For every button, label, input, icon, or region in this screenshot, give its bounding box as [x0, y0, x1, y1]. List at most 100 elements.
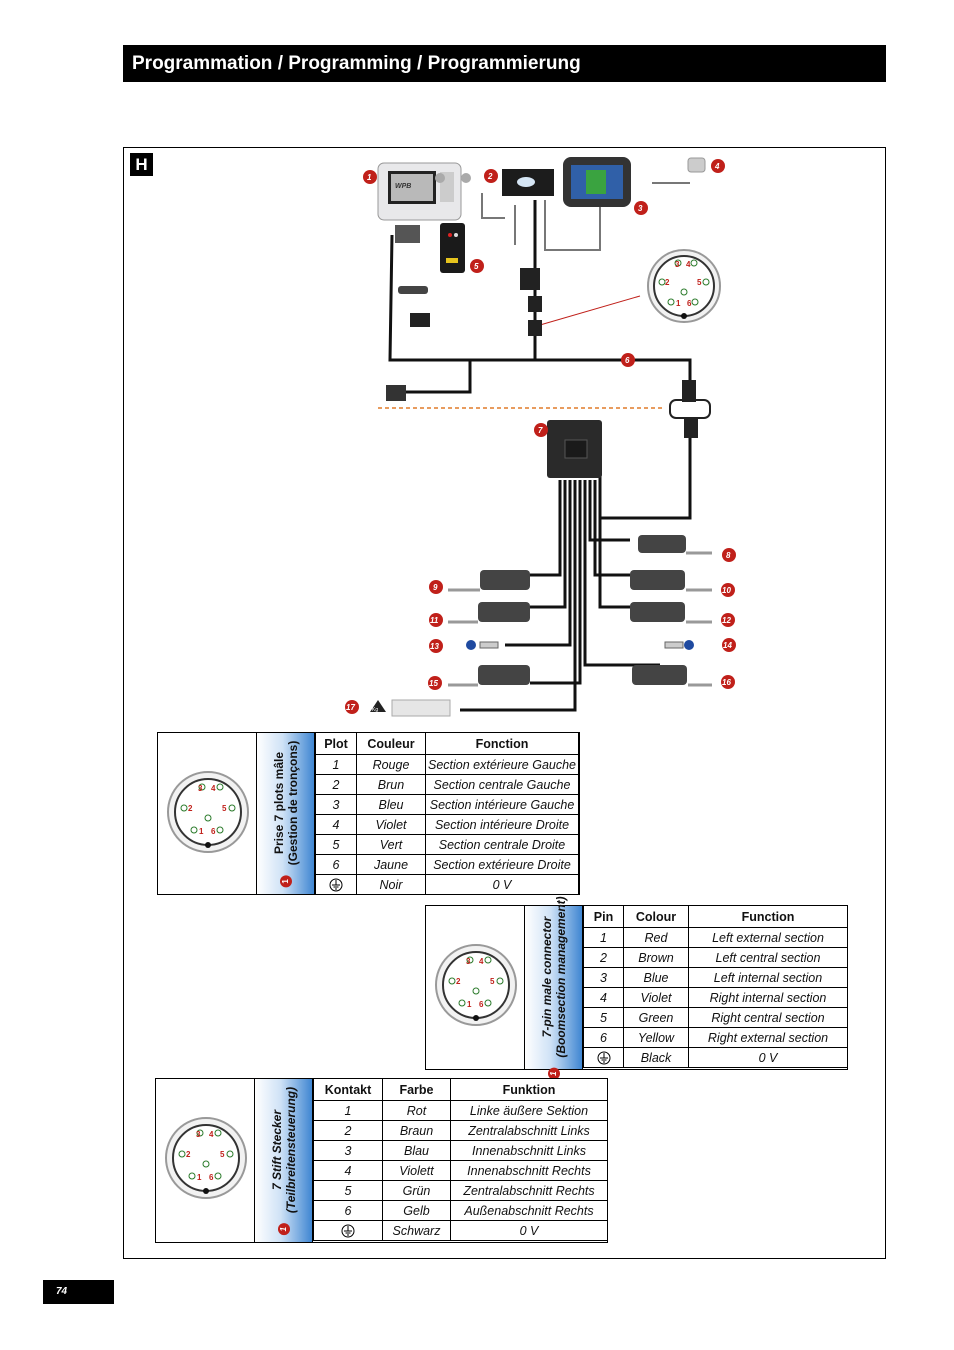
table-cell: 6 — [315, 854, 357, 875]
table-cell: Rouge — [356, 754, 426, 775]
svg-text:3: 3 — [638, 204, 643, 213]
table-cell: Section extérieure Droite — [425, 854, 579, 875]
callout-badge: 1 — [279, 874, 292, 887]
table-cell: 5 — [583, 1007, 624, 1028]
svg-text:15: 15 — [429, 679, 438, 688]
svg-text:12: 12 — [722, 616, 731, 625]
col-header: Couleur — [356, 732, 426, 755]
table-cell: 4 — [313, 1160, 383, 1181]
table-cell: Right external section — [688, 1027, 848, 1048]
svg-text:14: 14 — [723, 641, 732, 650]
col-header: Farbe — [382, 1078, 451, 1101]
table-cell: Left internal section — [688, 967, 848, 988]
table-cell: Linke äußere Sektion — [450, 1100, 608, 1121]
table-cell: Bleu — [356, 794, 426, 815]
svg-text:4: 4 — [479, 957, 484, 966]
page-title: Programmation / Programming / Programmie… — [123, 45, 886, 82]
svg-text:16: 16 — [722, 678, 731, 687]
table-cell: 4 — [583, 987, 624, 1008]
svg-text:1: 1 — [676, 299, 681, 308]
svg-text:1: 1 — [467, 1000, 472, 1009]
table-cell: 0 V — [688, 1047, 848, 1068]
table-row: Plot Couleur Fonction — [315, 732, 579, 755]
connector-icon: 3 4 2 5 1 6 — [167, 771, 249, 853]
table-cell: Black — [623, 1047, 689, 1068]
col-header: Pin — [583, 905, 624, 928]
table-cell: Violet — [623, 987, 689, 1008]
svg-text:6: 6 — [625, 356, 630, 365]
table-cell: 3 — [583, 967, 624, 988]
svg-text:13: 13 — [430, 642, 439, 651]
col-header: Funktion — [450, 1078, 608, 1101]
table-cell: Jaune — [356, 854, 426, 875]
figure-frame — [123, 147, 886, 1259]
table-cell: 2 — [313, 1120, 383, 1141]
svg-text:6: 6 — [211, 827, 216, 836]
ground-icon — [341, 1224, 355, 1238]
table-cell: 3 — [313, 1140, 383, 1161]
svg-text:4: 4 — [686, 260, 691, 269]
table-cell: 4 — [315, 814, 357, 835]
table-cell: Innenabschnitt Links — [450, 1140, 608, 1161]
svg-text:Kg: Kg — [372, 707, 378, 713]
table-row: Kontakt Farbe Funktion — [313, 1078, 608, 1101]
table-cell: 6 — [313, 1200, 383, 1221]
connector-illustration: 3 4 2 5 1 6 — [158, 733, 257, 894]
svg-text:2: 2 — [188, 804, 193, 813]
table-cell: Left external section — [688, 927, 848, 948]
table-cell: 2 — [583, 947, 624, 968]
table-cell: 2 — [315, 774, 357, 795]
table-cell: Braun — [382, 1120, 451, 1141]
table-cell: 1 — [315, 754, 357, 775]
table-cell: Vert — [356, 834, 426, 855]
table-cell: Zentralabschnitt Rechts — [450, 1180, 608, 1201]
table-cell: Brun — [356, 774, 426, 795]
connector-icon: 3 4 2 5 1 6 — [435, 944, 517, 1026]
svg-text:4: 4 — [714, 162, 720, 171]
table-cell — [313, 1220, 383, 1241]
svg-text:2: 2 — [665, 278, 670, 287]
svg-text:5: 5 — [222, 804, 227, 813]
table-cell: 5 — [315, 834, 357, 855]
section-letter: H — [130, 153, 153, 176]
connector-illustration: 3 4 2 5 1 6 — [156, 1079, 255, 1242]
svg-text:10: 10 — [722, 586, 731, 595]
table-cell: Section intérieure Droite — [425, 814, 579, 835]
connector-icon: 3 4 2 5 1 6 — [165, 1117, 247, 1199]
table-cell: Rot — [382, 1100, 451, 1121]
table-cell: Gelb — [382, 1200, 451, 1221]
wiring-diagram: WPB Kg — [345, 157, 736, 717]
table-cell: Left central section — [688, 947, 848, 968]
svg-text:6: 6 — [209, 1173, 214, 1182]
table-cell: Green — [623, 1007, 689, 1028]
ground-icon — [329, 878, 343, 892]
col-header: Colour — [623, 905, 689, 928]
page-number: 74 — [43, 1280, 114, 1304]
svg-text:5: 5 — [490, 977, 495, 986]
svg-text:8: 8 — [726, 551, 731, 560]
table-cell: Section extérieure Gauche — [425, 754, 579, 775]
svg-text:5: 5 — [697, 278, 702, 287]
svg-text:4: 4 — [211, 784, 216, 793]
table-cell: Section centrale Gauche — [425, 774, 579, 795]
table-cell: Noir — [356, 874, 426, 895]
